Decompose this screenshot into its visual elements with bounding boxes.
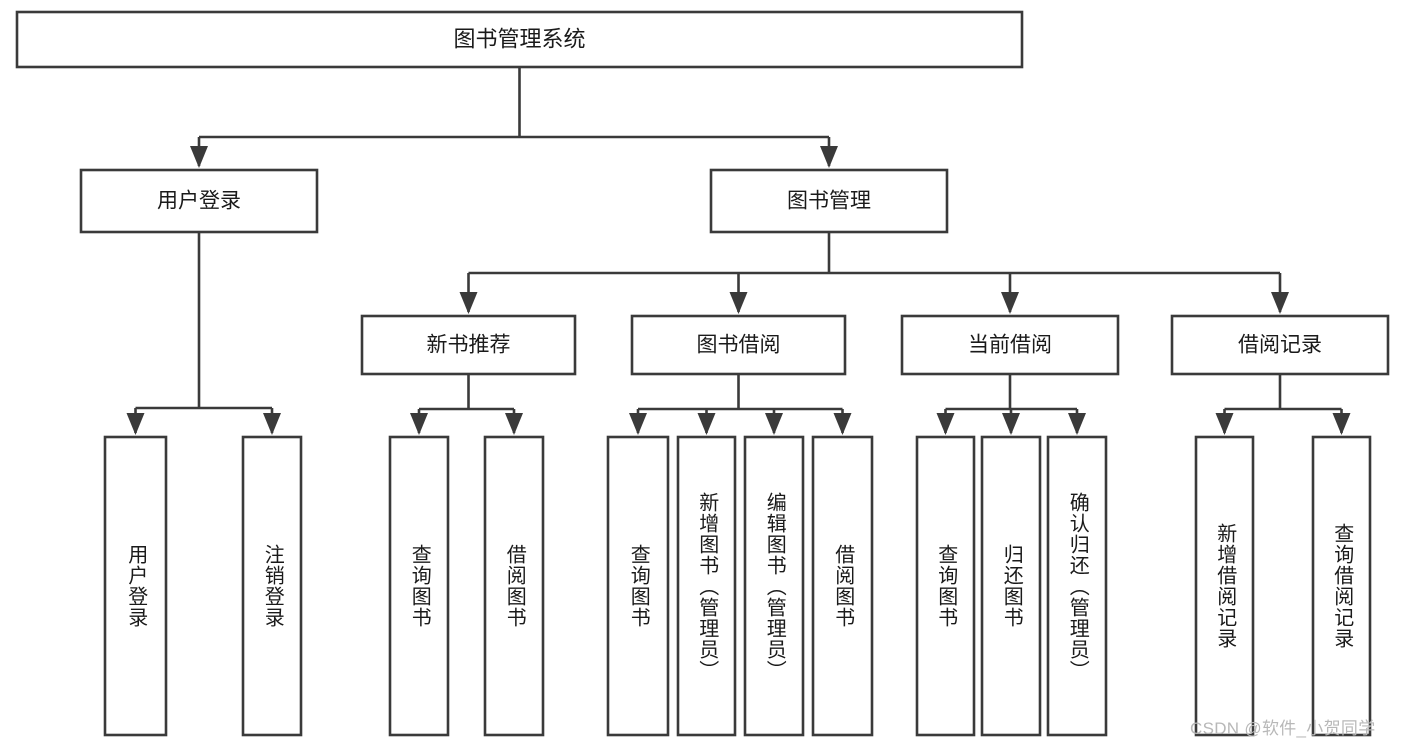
leaf-box-3[interactable]: [483, 435, 545, 737]
node-boxes: [15, 10, 1390, 737]
node-root-label: 图书管理系统: [453, 26, 585, 51]
leaf-box-1[interactable]: [241, 435, 303, 737]
arrow-head-icon-l2-0: [190, 146, 208, 168]
leaf-box-6[interactable]: [743, 435, 805, 737]
arrow-head-icon-current-1: [1002, 413, 1020, 435]
arrow-head-icon-l3-0: [459, 292, 478, 314]
arrow-head-icon-record-1: [1332, 413, 1351, 435]
arrow-head-icon-l3-2: [1001, 292, 1019, 314]
node-level2-box-0[interactable]: [79, 168, 319, 234]
node-level3-label-0: 新书推荐: [427, 334, 511, 357]
node-level2-box-1[interactable]: [709, 168, 949, 234]
leaf-box-10[interactable]: [1046, 435, 1108, 737]
arrow-head-icon-userleaf-0: [126, 413, 145, 435]
leaf-box-7[interactable]: [811, 435, 874, 737]
leaf-box-2[interactable]: [388, 435, 450, 737]
leaf-box-0[interactable]: [103, 435, 168, 737]
connector-lines: [126, 67, 1351, 435]
node-level3-box-3[interactable]: [1170, 314, 1390, 376]
arrow-head-icon-current-2: [1068, 413, 1086, 435]
leaf-box-4[interactable]: [606, 435, 670, 737]
arrow-head-icon-borrow-0: [629, 413, 647, 435]
leaf-box-9[interactable]: [980, 435, 1042, 737]
node-level3-box-0[interactable]: [360, 314, 577, 376]
node-level2-label-0: 用户登录: [157, 190, 241, 213]
arrow-head-icon-current-0: [936, 413, 955, 435]
node-level3-label-2: 当前借阅: [968, 334, 1052, 357]
leaf-box-11[interactable]: [1194, 435, 1255, 737]
watermark-text: CSDN @软件_小贺同学: [1190, 719, 1376, 738]
arrow-head-icon-borrow-3: [833, 413, 852, 435]
arrow-head-icon-userleaf-1: [263, 413, 281, 435]
node-level2-label-1: 图书管理: [787, 190, 871, 213]
node-level3-label-3: 借阅记录: [1238, 334, 1322, 357]
leaf-box-8[interactable]: [915, 435, 976, 737]
node-level3-label-1: 图书借阅: [697, 334, 781, 357]
leaf-box-5[interactable]: [676, 435, 737, 737]
arrow-head-icon-borrow-2: [765, 413, 783, 435]
node-root-box[interactable]: [15, 10, 1024, 69]
leaf-box-12[interactable]: [1311, 435, 1372, 737]
arrow-head-icon-l2-1: [820, 146, 838, 168]
arrow-head-icon-record-0: [1215, 413, 1234, 435]
arrow-head-icon-newbook-1: [505, 413, 523, 435]
arrow-head-icon-newbook-0: [410, 413, 428, 435]
arrow-head-icon-l3-1: [729, 292, 748, 314]
node-level3-box-1[interactable]: [630, 314, 847, 376]
arrow-head-icon-l3-3: [1271, 292, 1289, 314]
node-level3-box-2[interactable]: [900, 314, 1120, 376]
arrow-head-icon-borrow-1: [697, 413, 716, 435]
